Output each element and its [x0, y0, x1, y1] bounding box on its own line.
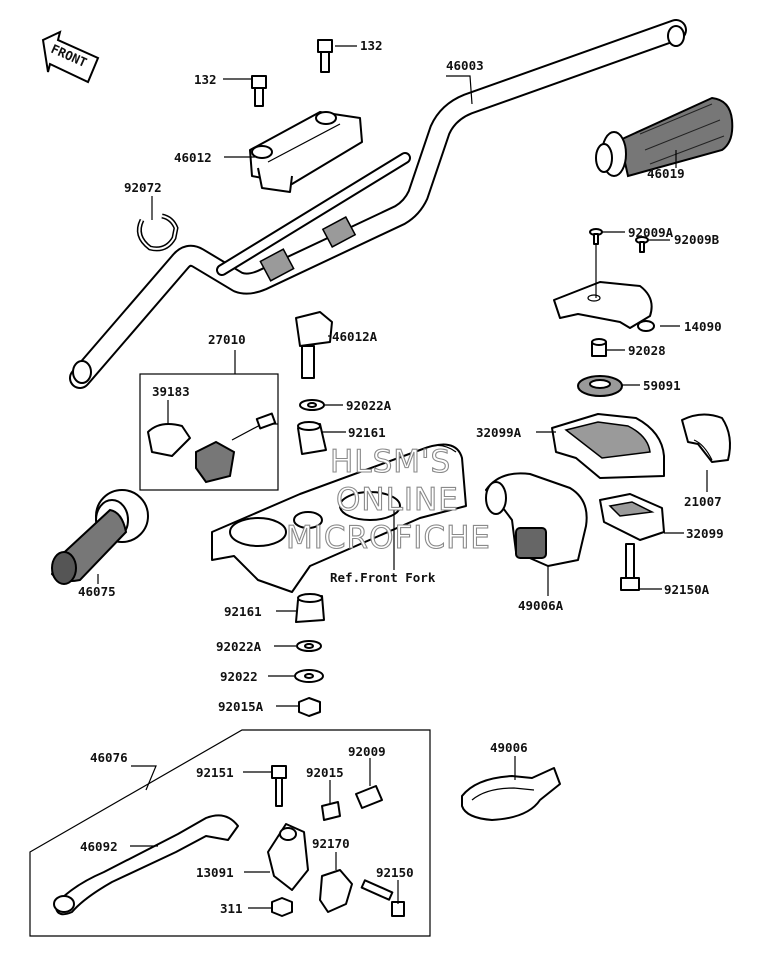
throttle-case-32099A: [551, 413, 665, 479]
label-46092: 46092: [80, 839, 118, 854]
handlebar-46003: [69, 19, 687, 389]
nut-92015A: [298, 697, 321, 717]
label-92028: 92028: [628, 343, 666, 358]
label-92009: 92009: [348, 744, 386, 759]
label-92022A-bottom: 92022A: [216, 639, 262, 654]
watermark-line2: ONLINE: [336, 482, 459, 518]
label-92009B: 92009B: [674, 232, 720, 247]
grip-46019: [595, 96, 734, 178]
bolt-92151: [271, 765, 287, 807]
label-46012: 46012: [174, 150, 212, 165]
bracket-13091: [267, 823, 309, 891]
label-46012A: 46012A: [332, 329, 378, 344]
washer-92022A-top: [299, 399, 325, 411]
watermark-line3: MICROFICHE: [286, 520, 491, 556]
label-132-right: 132: [360, 38, 383, 53]
label-49006A: 49006A: [518, 598, 564, 613]
label-92072: 92072: [124, 180, 162, 195]
label-32099A: 32099A: [476, 425, 522, 440]
label-92161-bottom: 92161: [224, 604, 262, 619]
bolt-132-left: [251, 75, 267, 107]
nut-311: [271, 897, 293, 917]
switch-body-27010: [195, 412, 278, 484]
holder-46012A: [295, 311, 333, 379]
watermark: HLSM'S ONLINE MICROFICHE: [285, 443, 491, 556]
label-92150: 92150: [376, 865, 414, 880]
label-46003: 46003: [446, 58, 484, 73]
screw-92009A: [589, 228, 603, 245]
cover-21007: [681, 413, 731, 463]
label-92161-top: 92161: [348, 425, 386, 440]
throttle-housing-49006A: [485, 472, 588, 567]
label-92015A: 92015A: [218, 699, 264, 714]
ref-front-fork-note: Ref.Front Fork: [330, 570, 436, 585]
bolt-132-right: [317, 39, 333, 73]
label-21007: 21007: [684, 494, 722, 509]
label-92151: 92151: [196, 765, 234, 780]
nut-92015: [321, 801, 341, 821]
label-92015: 92015: [306, 765, 344, 780]
label-92170: 92170: [312, 836, 350, 851]
label-92022: 92022: [220, 669, 258, 684]
label-49006: 49006: [490, 740, 528, 755]
damper-92161-top: [297, 421, 327, 455]
switch-39183: [147, 423, 191, 457]
triple-clamp: [211, 443, 467, 593]
handlebar-holder-46012: [249, 111, 363, 193]
grip-46075: [50, 489, 149, 585]
label-46075: 46075: [78, 584, 116, 599]
cover-49006: [461, 767, 561, 821]
leader-lines: [97, 45, 708, 909]
washer-92022: [294, 669, 324, 683]
collar-92028: [591, 338, 607, 357]
lever-46092: [53, 814, 239, 916]
screw-92150A: [620, 543, 640, 591]
label-39183: 39183: [152, 384, 190, 399]
label-311: 311: [220, 901, 243, 916]
label-59091: 59091: [643, 378, 681, 393]
clamp-92072: [136, 213, 179, 252]
label-46076: 46076: [90, 750, 128, 765]
lever-assembly-box: [29, 729, 431, 937]
screw-92009B: [635, 236, 649, 253]
label-92022A-top: 92022A: [346, 398, 392, 413]
switch-assembly-box: [139, 373, 279, 491]
clamp-92170: [319, 869, 353, 913]
label-92150A: 92150A: [664, 582, 710, 597]
label-13091: 13091: [196, 865, 234, 880]
adjuster-92009: [355, 785, 383, 809]
watermark-line1: HLSM'S: [330, 444, 451, 480]
front-arrow-icon: FRONT: [41, 30, 100, 84]
label-14090: 14090: [684, 319, 722, 334]
label-92009A: 92009A: [628, 225, 674, 240]
label-46019: 46019: [647, 166, 685, 181]
pulley-59091: [577, 375, 623, 397]
damper-92161-bottom: [295, 593, 325, 623]
throttle-case-32099: [599, 493, 665, 541]
cover-14090: [553, 281, 655, 332]
label-32099: 32099: [686, 526, 724, 541]
washer-92022A-bottom: [296, 640, 322, 652]
bolt-92150: [360, 879, 405, 917]
label-132-left: 132: [194, 72, 217, 87]
label-27010: 27010: [208, 332, 246, 347]
